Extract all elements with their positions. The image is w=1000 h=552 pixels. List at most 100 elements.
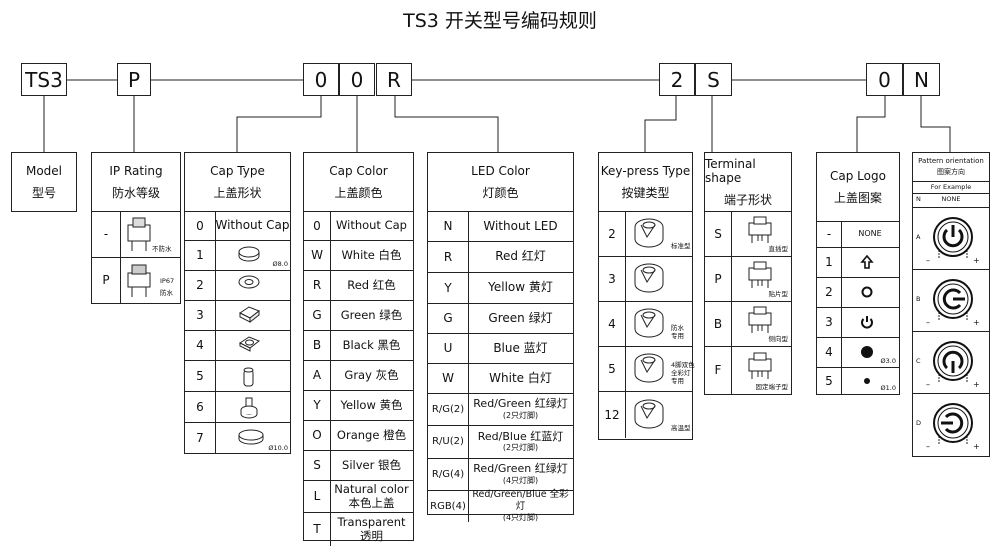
led_color-row: RGB(4)Red/Green/Blue 全彩灯(4只灯脚)	[428, 489, 573, 522]
cap_type-code: 1	[185, 240, 216, 270]
cap-color-value: Silver 银色	[330, 450, 413, 480]
switch-icon	[127, 217, 151, 251]
led-color-value: Red/Green 红绿灯(2只灯脚)	[468, 393, 573, 425]
led-color-label-en: LED Color	[471, 163, 530, 178]
led-color-text: Blue 蓝灯	[493, 340, 548, 355]
led_color-code: U	[428, 333, 469, 363]
cap-color-text: White 白色	[341, 247, 402, 262]
pattern-label-en: Pattern orientation	[918, 157, 984, 165]
cap-shape-icon	[239, 306, 260, 324]
cap-logo-size-note: Ø3.0	[880, 357, 896, 365]
cap-logo-symbol-icon	[861, 316, 873, 329]
pattern-panel: Pattern orientation 图案方向 For Example N N…	[912, 152, 990, 457]
cap-color-value: Gray 灰色	[330, 360, 413, 390]
pattern-example: For Example	[913, 181, 989, 194]
pattern-plus-label: +	[973, 318, 980, 327]
terminal-shape-icon	[748, 352, 772, 379]
cap-shape-icon	[238, 429, 264, 445]
ip-code: -	[92, 211, 121, 257]
cap_type-code: 5	[185, 360, 216, 391]
terminal-code: S	[705, 211, 732, 256]
switch-waterproof-icon	[127, 264, 151, 297]
ip-note: 防水	[160, 289, 173, 297]
cap-type-value: Without Cap	[215, 218, 290, 232]
cap_type-code: 7	[185, 422, 216, 454]
cap_color-code: B	[304, 330, 331, 360]
led_color-row: N Without LED	[428, 211, 573, 242]
cap_color-code: T	[304, 512, 331, 546]
code-box-ip: P	[117, 63, 151, 96]
led_color-code: N	[428, 211, 469, 241]
cap-type-label-en: Cap Type	[210, 163, 265, 178]
keypress-row: 3	[599, 256, 692, 302]
cap_logo-row: 3	[817, 307, 899, 338]
keypress-actuator-icon	[634, 308, 664, 337]
model-panel: Model 型号	[11, 152, 77, 212]
keypress-note: 专用	[671, 377, 684, 385]
ip-row: - 不防水	[92, 211, 180, 258]
led-pin-note: (4只灯脚)	[502, 512, 539, 522]
led-color-text: Without LED	[483, 218, 558, 233]
terminal-shape-icon	[748, 261, 772, 288]
pattern-none: NONE	[941, 195, 961, 203]
cap-color-text: Black 黑色	[342, 337, 401, 352]
cap-color-text: Orange 橙色	[336, 427, 407, 442]
code-box-terminal: S	[695, 63, 732, 96]
cap-logo-symbol-icon	[864, 377, 870, 384]
cap-shape-icon	[238, 275, 260, 289]
led_color-code: R	[428, 241, 469, 272]
cap-shape-icon	[238, 246, 260, 262]
cap-logo-symbol-icon	[861, 286, 873, 298]
led_color-row: R/U(2)Red/Blue 红蓝灯(2只灯脚)	[428, 425, 573, 459]
cap_logo-row: -NONE	[817, 221, 899, 248]
keypress-note: 标准型	[671, 242, 691, 250]
led-color-value: Green 绿灯	[468, 303, 573, 333]
cap_type-code: 3	[185, 300, 216, 330]
pattern-orientation-icon	[933, 403, 973, 445]
led-color-text: Red/Blue 红蓝灯	[477, 429, 564, 443]
cap_type-code: 0	[185, 211, 216, 240]
terminal-shape-icon	[748, 216, 772, 243]
pattern-code: A	[916, 233, 921, 241]
cap-shape-icon	[239, 336, 260, 352]
cap-logo-label-cn: 上盖图案	[833, 190, 882, 205]
cap_logo-row: 2	[817, 277, 899, 308]
cap_color-code: W	[304, 240, 331, 270]
cap-shape-icon	[243, 367, 254, 386]
cap_logo-code: 4	[817, 337, 842, 367]
cap-color-label-cn: 上盖颜色	[334, 185, 383, 200]
led-color-value: Red/Blue 红蓝灯(2只灯脚)	[468, 425, 573, 458]
cap_color-code: A	[304, 360, 331, 390]
keypress-note: 防水	[671, 324, 684, 332]
code-box-cap-logo: 0	[866, 63, 903, 96]
pattern-plus-label: +	[973, 256, 980, 265]
keypress-code: 4	[599, 301, 626, 346]
code-box-cap-color: 0	[339, 63, 375, 96]
cap-size-note: Ø8.0	[272, 260, 288, 268]
cap_type-row: 2	[185, 270, 290, 301]
led_color-code: RGB(4)	[428, 490, 469, 522]
pattern-plus-label: +	[973, 380, 980, 389]
